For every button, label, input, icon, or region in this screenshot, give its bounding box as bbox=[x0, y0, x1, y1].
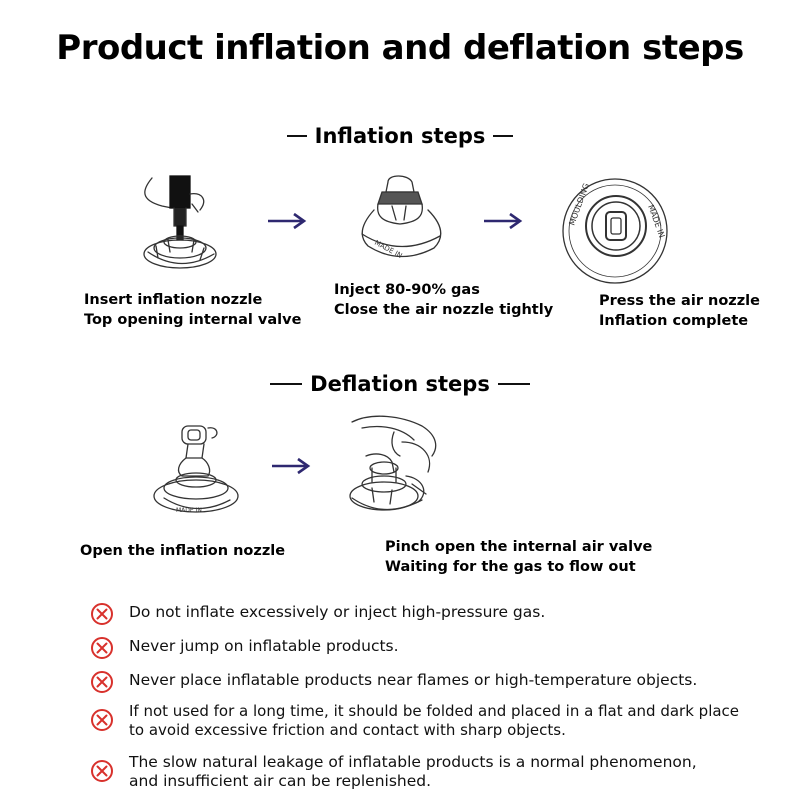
circle-x-icon bbox=[91, 671, 113, 693]
warning-line: The slow natural leakage of inflatable p… bbox=[129, 753, 697, 771]
warning-line: to avoid excessive friction and contact … bbox=[129, 721, 566, 739]
warning-item: If not used for a long time, it should b… bbox=[90, 702, 770, 740]
circle-x-icon bbox=[91, 637, 113, 659]
caption-line: Insert inflation nozzle bbox=[84, 292, 263, 308]
inflation-step-2-caption: Inject 80-90% gas Close the air nozzle t… bbox=[334, 280, 553, 320]
warning-item: Do not inflate excessively or inject hig… bbox=[90, 603, 770, 626]
circle-x-icon bbox=[91, 709, 113, 731]
circle-x-icon bbox=[91, 603, 113, 625]
caption-line: Waiting for the gas to flow out bbox=[385, 559, 636, 575]
warning-text: If not used for a long time, it should b… bbox=[129, 702, 739, 740]
svg-text:MADE IN: MADE IN bbox=[176, 507, 202, 514]
warning-line: Do not inflate excessively or inject hig… bbox=[129, 603, 546, 621]
warning-line: and insufficient air can be replenished. bbox=[129, 772, 432, 790]
warning-text: Never jump on inflatable products. bbox=[129, 637, 399, 656]
warning-item: Never jump on inflatable products. bbox=[90, 637, 770, 660]
arrow-right-icon bbox=[268, 212, 307, 230]
deflation-heading: Deflation steps bbox=[0, 372, 800, 396]
caption-line: Inject 80-90% gas bbox=[334, 282, 480, 298]
inflation-heading: Inflation steps bbox=[0, 124, 800, 148]
warning-line: Never jump on inflatable products. bbox=[129, 637, 399, 655]
svg-text:MADE IN: MADE IN bbox=[373, 239, 403, 260]
heading-dash-right bbox=[493, 135, 514, 137]
warning-line: If not used for a long time, it should b… bbox=[129, 702, 740, 720]
open-nozzle-illustration: MADE IN bbox=[153, 425, 239, 514]
page-title: Product inflation and deflation steps bbox=[56, 28, 744, 68]
deflation-step-1-caption: Open the inflation nozzle bbox=[80, 541, 285, 561]
caption-line: Open the inflation nozzle bbox=[80, 543, 286, 559]
heading-dash-left bbox=[286, 135, 307, 137]
warning-text: The slow natural leakage of inflatable p… bbox=[129, 753, 697, 791]
inflation-step-1-caption: Insert inflation nozzle Top opening inte… bbox=[84, 290, 301, 330]
warning-text: Do not inflate excessively or inject hig… bbox=[129, 603, 545, 622]
insert-nozzle-illustration bbox=[143, 175, 217, 269]
heading-dash-left bbox=[270, 383, 303, 385]
pressed-valve-illustration: MOULDING MADE IN bbox=[562, 178, 668, 284]
svg-text:MADE IN: MADE IN bbox=[646, 204, 666, 239]
circle-x-icon bbox=[91, 760, 113, 782]
caption-line: Inflation complete bbox=[599, 313, 749, 329]
deflation-step-2-caption: Pinch open the internal air valve Waitin… bbox=[385, 537, 652, 577]
warning-line: Never place inflatable products near fla… bbox=[129, 671, 698, 689]
heading-dash-right bbox=[497, 383, 530, 385]
closed-valve-illustration: MADE IN bbox=[361, 175, 442, 260]
caption-line: Press the air nozzle bbox=[599, 293, 760, 309]
deflation-heading-label: Deflation steps bbox=[310, 372, 490, 396]
warning-item: The slow natural leakage of inflatable p… bbox=[90, 753, 770, 791]
inflation-step-3-caption: Press the air nozzle Inflation complete bbox=[599, 291, 760, 331]
arrow-right-icon bbox=[484, 212, 523, 230]
arrow-right-icon bbox=[272, 457, 311, 475]
caption-line: Top opening internal valve bbox=[84, 312, 302, 328]
inflation-heading-label: Inflation steps bbox=[314, 124, 486, 148]
warning-text: Never place inflatable products near fla… bbox=[129, 671, 697, 690]
caption-line: Pinch open the internal air valve bbox=[385, 539, 653, 555]
warning-item: Never place inflatable products near fla… bbox=[90, 671, 770, 694]
caption-line: Close the air nozzle tightly bbox=[334, 302, 554, 318]
pinch-valve-illustration bbox=[349, 415, 437, 511]
